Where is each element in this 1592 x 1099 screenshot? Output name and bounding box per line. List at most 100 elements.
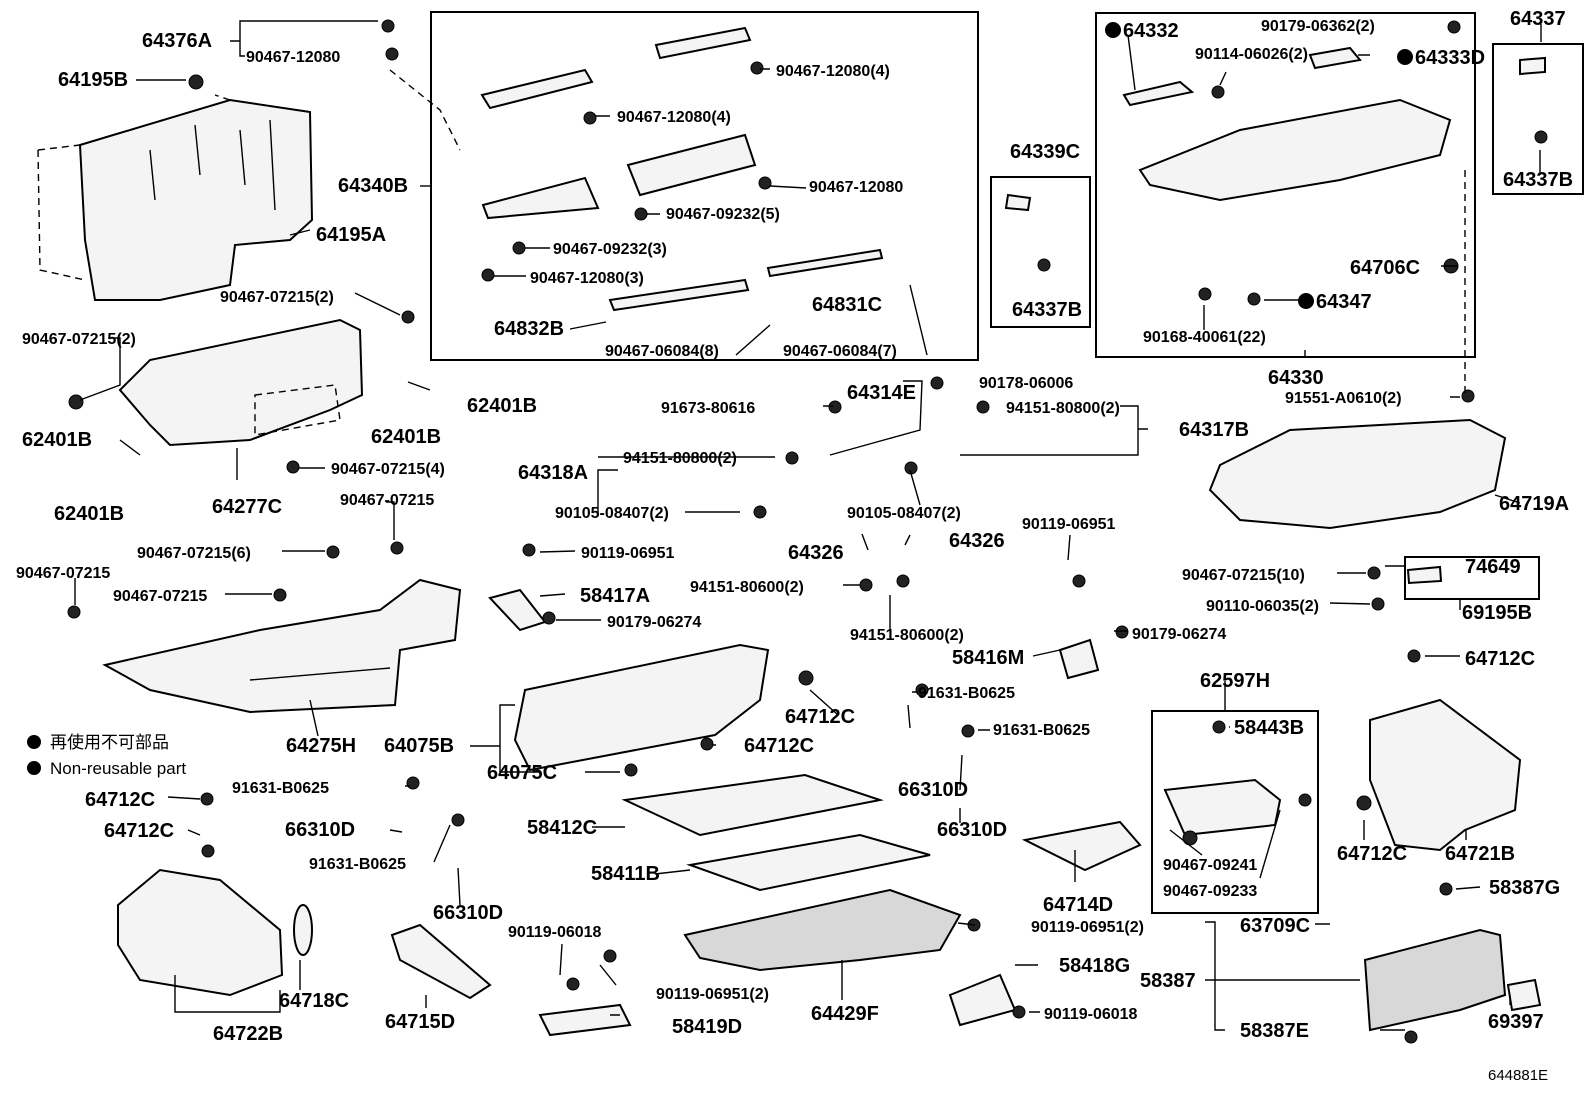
label-64330: 64330 xyxy=(1268,367,1324,389)
label-91673-80616: 91673-80616 xyxy=(661,400,755,417)
label-58416M: 58416M xyxy=(952,647,1024,669)
label-58387G: 58387G xyxy=(1489,877,1560,899)
legend-dot-jp xyxy=(27,735,41,749)
label-64712C-e: 64712C xyxy=(104,820,174,842)
label-66310D-c: 66310D xyxy=(285,819,355,841)
label-64337B-a: 64337B xyxy=(1503,169,1573,191)
legend: 再使用不可部品 Non-reusable part xyxy=(27,732,186,778)
part-58411B-shape xyxy=(686,833,931,892)
label-90105-08407-2b: 90105-08407(2) xyxy=(847,505,961,522)
part-64340B-brackets xyxy=(480,26,884,312)
label-90467-09232-3: 90467-09232(3) xyxy=(553,241,667,258)
group-box-64330 xyxy=(1095,12,1476,358)
label-90179-06274-a: 90179-06274 xyxy=(607,614,701,631)
label-64339C: 64339C xyxy=(1010,141,1080,163)
label-94151-80800-2b: 94151-80800(2) xyxy=(623,450,737,467)
label-90119-06951-2b: 90119-06951(2) xyxy=(1031,919,1144,936)
label-64326-b: 64326 xyxy=(949,530,1005,552)
part-64722B-shape xyxy=(117,868,313,997)
label-64715D: 64715D xyxy=(385,1011,455,1033)
legend-text-jp: 再使用不可部品 xyxy=(50,732,169,752)
label-58412C: 58412C xyxy=(527,817,597,839)
part-64330-shape xyxy=(1122,46,1452,202)
label-62401B-b: 62401B xyxy=(371,426,441,448)
label-90467-12080-4a: 90467-12080(4) xyxy=(776,63,890,80)
label-64831C: 64831C xyxy=(812,294,882,316)
label-69195B: 69195B xyxy=(1462,602,1532,624)
label-64277C: 64277C xyxy=(212,496,282,518)
label-90467-09241: 90467-09241 xyxy=(1163,857,1257,874)
label-64333D: 64333D xyxy=(1415,47,1485,69)
legend-dot-en xyxy=(27,761,41,775)
label-58419D: 58419D xyxy=(672,1016,742,1038)
part-58387-shape xyxy=(1363,928,1507,1032)
part-64714D-shape xyxy=(1021,820,1142,872)
label-90467-07215-4: 90467-07215(4) xyxy=(331,461,445,478)
label-90467-07215-10: 90467-07215(10) xyxy=(1182,567,1305,584)
label-90119-06951-b: 90119-06951 xyxy=(1022,516,1116,533)
label-64714D: 64714D xyxy=(1043,894,1113,916)
label-94151-80800-2a: 94151-80800(2) xyxy=(1006,400,1120,417)
label-90179-06274-b: 90179-06274 xyxy=(1132,626,1226,643)
label-64719A: 64719A xyxy=(1499,493,1569,515)
label-90467-07215-2b: 90467-07215(2) xyxy=(22,331,136,348)
label-90467-07215-c: 90467-07215 xyxy=(113,588,207,605)
non-reusable-mark-64332 xyxy=(1105,22,1121,38)
label-58418G: 58418G xyxy=(1059,955,1130,977)
group-box-64337 xyxy=(1492,43,1584,195)
label-58411B: 58411B xyxy=(591,863,660,885)
labels: 64376A 90467-12080 64195B 64340B 64195A … xyxy=(16,8,1573,1045)
label-64337: 64337 xyxy=(1510,8,1566,30)
label-64712C-f: 64712C xyxy=(1337,843,1407,865)
label-66310D-a: 66310D xyxy=(898,779,968,801)
label-64332: 64332 xyxy=(1123,20,1179,42)
label-64314E: 64314E xyxy=(847,382,916,404)
part-64075B-shape xyxy=(513,643,770,772)
label-90467-07215-6: 90467-07215(6) xyxy=(137,545,251,562)
label-64718C: 64718C xyxy=(279,990,349,1012)
label-64376A: 64376A xyxy=(142,30,212,52)
label-64429F: 64429F xyxy=(811,1003,879,1025)
part-64275H-shape xyxy=(102,578,462,714)
label-90105-08407-2a: 90105-08407(2) xyxy=(555,505,669,522)
part-64195A-shape xyxy=(37,94,314,301)
label-90119-06018-b: 90119-06018 xyxy=(1044,1006,1138,1023)
label-62401B-a: 62401B xyxy=(467,395,537,417)
group-box-74649 xyxy=(1404,556,1540,600)
label-90467-12080-3: 90467-12080(3) xyxy=(530,270,644,287)
label-62401B-c: 62401B xyxy=(22,429,92,451)
label-58387E: 58387E xyxy=(1240,1020,1309,1042)
label-64275H: 64275H xyxy=(286,735,356,757)
label-90119-06951-2a: 90119-06951(2) xyxy=(656,986,769,1003)
part-brackets-misc xyxy=(488,56,1546,1037)
label-90467-09233: 90467-09233 xyxy=(1163,883,1257,900)
part-58412C-shape xyxy=(621,773,884,837)
part-64715D-shape xyxy=(390,923,492,1000)
label-64340B: 64340B xyxy=(338,175,408,197)
fasteners xyxy=(67,19,1548,1044)
label-64075C: 64075C xyxy=(487,762,557,784)
label-69397: 69397 xyxy=(1488,1011,1544,1033)
label-64318A: 64318A xyxy=(518,462,588,484)
label-91631-B0625-a: 91631-B0625 xyxy=(918,685,1015,702)
label-90467-12080b: 90467-12080 xyxy=(809,179,903,196)
label-90110-06035-2: 90110-06035(2) xyxy=(1206,598,1319,615)
label-58443B: 58443B xyxy=(1234,717,1304,739)
group-box-64339C xyxy=(990,176,1091,328)
label-90467-12080: 90467-12080 xyxy=(246,49,340,66)
label-91631-B0625-d: 91631-B0625 xyxy=(309,856,406,873)
label-90467-12080-4b: 90467-12080(4) xyxy=(617,109,731,126)
label-64721B: 64721B xyxy=(1445,843,1515,865)
label-64317B: 64317B xyxy=(1179,419,1249,441)
label-62597H: 62597H xyxy=(1200,670,1270,692)
label-58417A: 58417A xyxy=(580,585,650,607)
label-66310D-d: 66310D xyxy=(433,902,503,924)
part-64277C-shape xyxy=(118,318,364,447)
part-64429F-shape xyxy=(683,888,962,972)
label-90467-07215-2a: 90467-07215(2) xyxy=(220,289,334,306)
label-90114-06026-2: 90114-06026(2) xyxy=(1195,46,1308,63)
label-90467-07215-b: 90467-07215 xyxy=(16,565,110,582)
label-64832B: 64832B xyxy=(494,318,564,340)
label-64195B: 64195B xyxy=(58,69,128,91)
label-94151-80600-2a: 94151-80600(2) xyxy=(690,579,804,596)
